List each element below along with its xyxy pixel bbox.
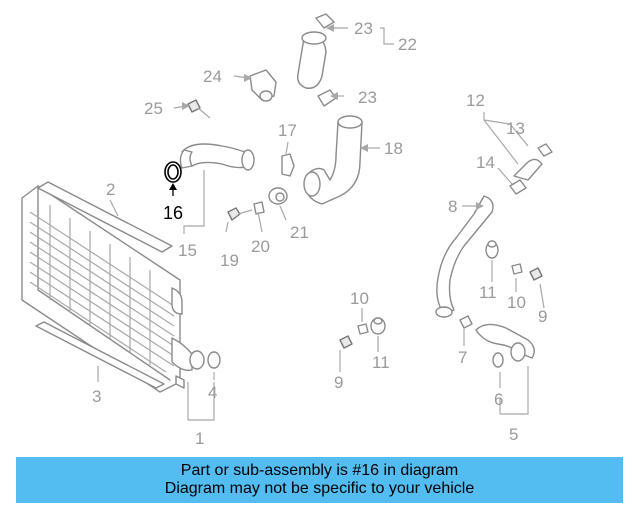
info-banner: Part or sub-assembly is #16 in diagram D… — [16, 457, 623, 503]
clip-7 — [459, 315, 473, 329]
callout-16-highlighted: 16 — [163, 203, 183, 223]
clamp-23-lower — [317, 89, 337, 107]
callout-10-middle: 10 — [350, 289, 369, 308]
callout-8: 8 — [448, 197, 457, 216]
callout-5: 5 — [509, 425, 518, 444]
callout-17: 17 — [278, 121, 297, 140]
grommet-21 — [268, 187, 288, 205]
callout-14: 14 — [476, 153, 495, 172]
pipe-8 — [435, 195, 494, 318]
callout-3: 3 — [92, 387, 101, 406]
bolt-9-right — [529, 267, 543, 281]
bolt-25 — [187, 99, 211, 119]
clamp-14 — [509, 179, 527, 195]
callout-11-right: 11 — [479, 283, 497, 302]
callout-18: 18 — [384, 139, 403, 158]
upper-seal-strip — [37, 181, 173, 253]
clip-10-right — [511, 263, 523, 275]
oring-6 — [492, 352, 504, 368]
callout-13: 13 — [506, 119, 525, 138]
callout-11-middle: 11 — [372, 353, 390, 372]
banner-line-part: Part or sub-assembly is #16 in diagram — [180, 462, 459, 479]
callout-9-right: 9 — [538, 307, 547, 326]
callout-15: 15 — [178, 241, 197, 260]
callout-23-top: 23 — [354, 19, 373, 38]
callout-25: 25 — [144, 99, 163, 118]
grommet-11-middle — [370, 317, 386, 335]
callout-7: 7 — [458, 348, 467, 367]
callout-10-right: 10 — [507, 293, 526, 312]
callout-6: 6 — [494, 390, 503, 409]
callout-1: 1 — [195, 429, 204, 448]
bolt-19 — [227, 207, 253, 221]
callout-21: 21 — [290, 223, 309, 242]
hose-12 — [513, 143, 553, 181]
charge-air-hose-15 — [179, 143, 255, 171]
oring-4 — [207, 351, 221, 369]
bolt-9-middle — [339, 335, 353, 349]
callout-22: 22 — [398, 35, 417, 54]
hose-22 — [296, 13, 335, 89]
callout-2: 2 — [106, 180, 115, 199]
banner-line-disclaimer: Diagram may not be specific to your vehi… — [164, 480, 475, 497]
callout-23-lower: 23 — [358, 88, 377, 107]
clip-20 — [253, 201, 265, 215]
sensor-24 — [249, 69, 277, 102]
hose-5 — [475, 323, 535, 362]
callout-labels: 1 2 3 4 5 6 7 8 9 9 10 10 11 11 12 13 14… — [92, 19, 547, 448]
oring-16-highlighted — [164, 161, 182, 196]
callout-9-middle: 9 — [334, 373, 343, 392]
grommet-11-right — [485, 240, 499, 259]
callout-4: 4 — [208, 383, 217, 402]
intercooler — [21, 185, 205, 393]
callout-20: 20 — [251, 237, 270, 256]
callout-24: 24 — [203, 67, 222, 86]
lower-seal-strip — [35, 321, 165, 389]
leader-lines — [97, 24, 545, 421]
parts-diagram: 1 2 3 4 5 6 7 8 9 9 10 10 11 11 12 13 14… — [21, 13, 553, 448]
clip-10-middle — [357, 323, 369, 335]
charge-pipe-18 — [303, 115, 363, 205]
callout-12: 12 — [466, 91, 485, 110]
callout-19: 19 — [220, 251, 239, 270]
bracket-17 — [281, 153, 295, 177]
